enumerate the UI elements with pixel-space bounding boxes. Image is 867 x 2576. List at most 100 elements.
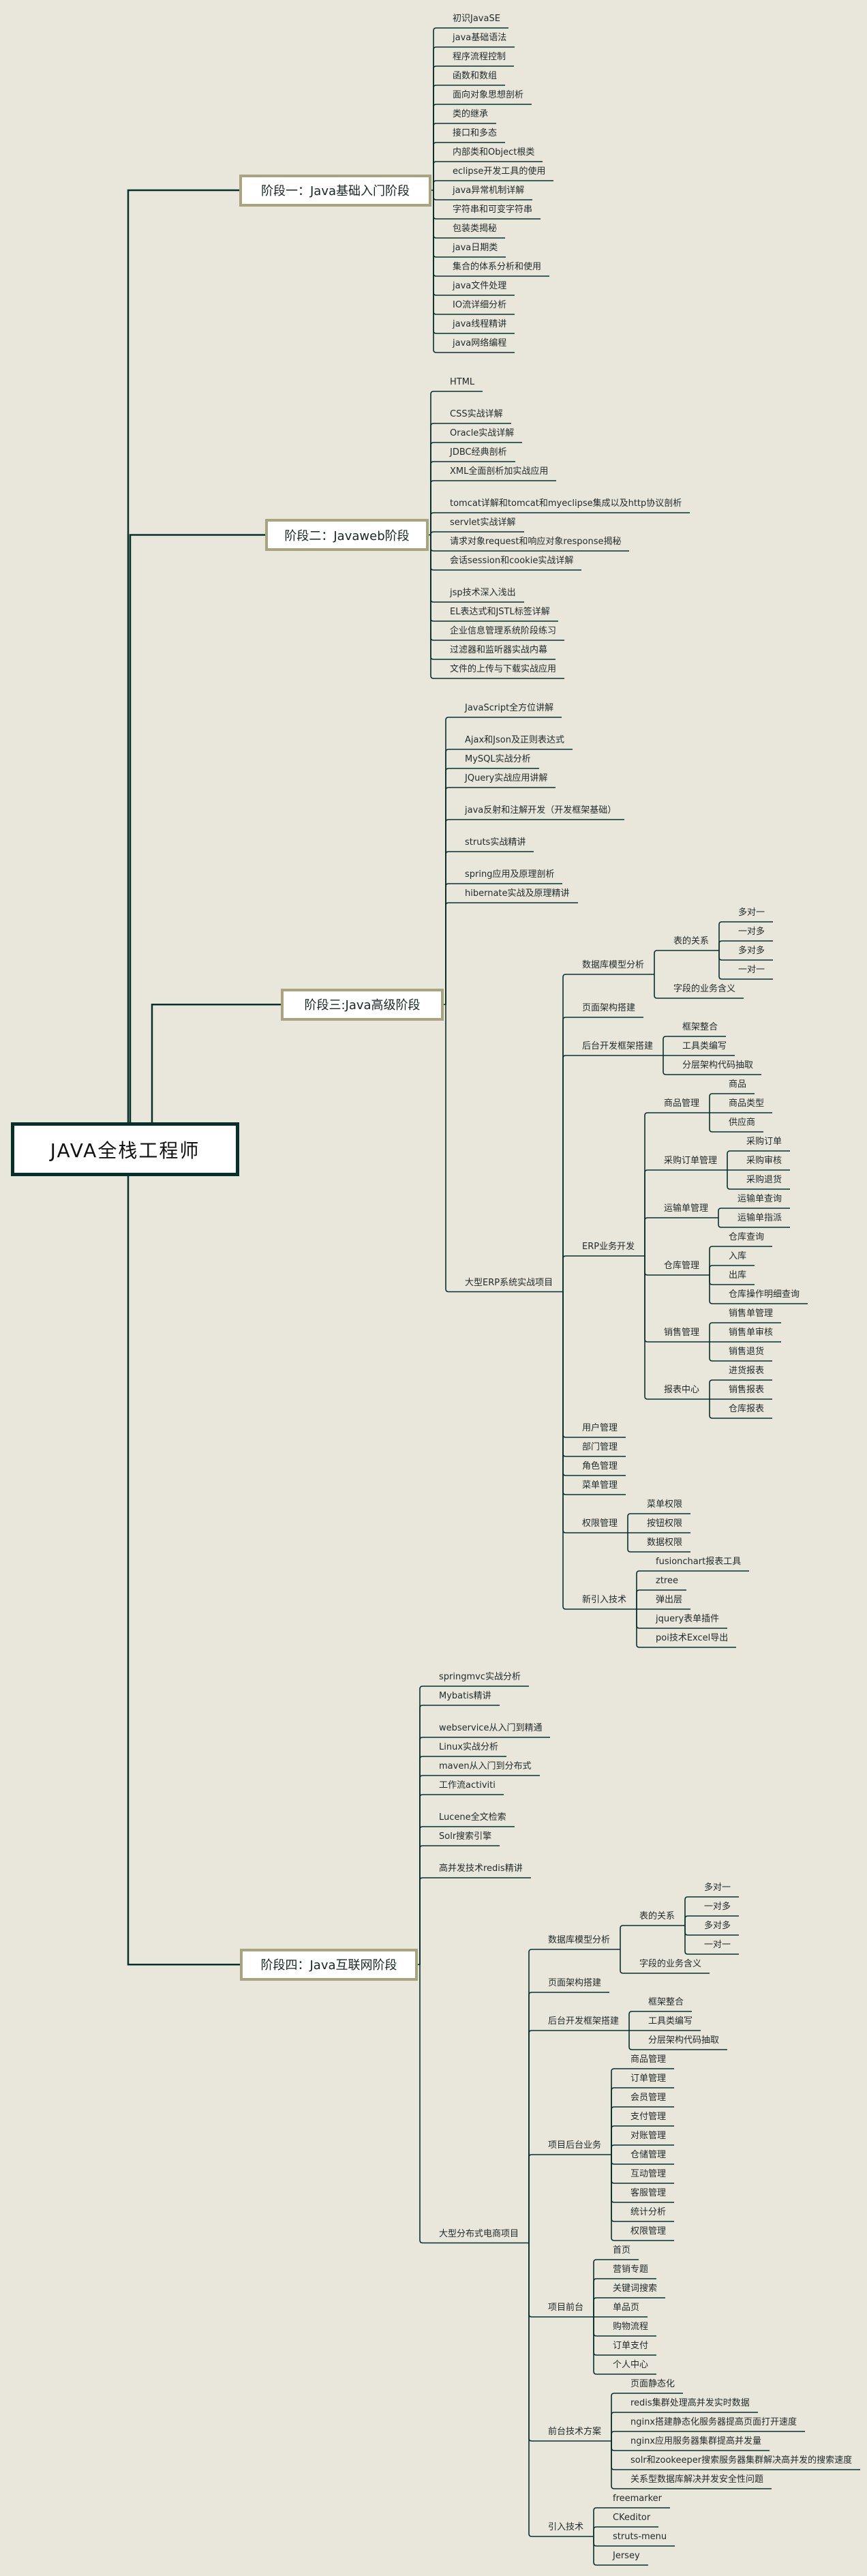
topic-connector [663, 1055, 761, 1075]
branch-topic: ERP业务开发 [582, 1242, 635, 1252]
leaf-topic: 订单支付 [613, 2341, 649, 2351]
leaf-topic: 多对一 [738, 908, 765, 918]
leaf-topic: 多对多 [704, 1921, 731, 1931]
leaf-topic: 支付管理 [630, 2112, 667, 2122]
leaf-topic: java基础语法 [453, 33, 507, 43]
leaf-topic: 对账管理 [630, 2131, 667, 2141]
leaf-topic: 供应商 [729, 1118, 756, 1128]
leaf-topic: 销售报表 [729, 1385, 765, 1395]
leaf-topic: 客服管理 [630, 2188, 667, 2198]
topic-connector [611, 2087, 674, 2155]
branch-topic: 采购订单管理 [664, 1156, 718, 1166]
stage-topic-label: 阶段四：Java互联网阶段 [260, 1958, 397, 1973]
leaf-topic: 分层架构代码抽取 [648, 2035, 720, 2046]
leaf-topic: 会话session和cookie实战详解 [450, 556, 574, 566]
leaf-topic: java反射和注解开发（开发框架基础） [465, 805, 617, 815]
topic-connector [709, 1113, 763, 1133]
topic-connector [593, 2526, 658, 2536]
leaf-topic: 仓库查询 [729, 1232, 765, 1242]
leaf-topic: 集合的体系分析和使用 [453, 262, 542, 272]
topic-connector [419, 1775, 540, 1965]
leaf-topic: 部门管理 [582, 1442, 618, 1452]
leaf-topic: webservice从入门到精通 [439, 1723, 543, 1733]
topic-connector [445, 787, 556, 1005]
topic-connector [593, 2278, 656, 2317]
leaf-topic: 数据权限 [647, 1538, 683, 1548]
branch-topic: 后台开发框架搭建 [582, 1041, 654, 1051]
topic-connector [593, 2259, 639, 2317]
leaf-topic: solr和zookeeper搜索服务器集群解决高并发的搜索速度 [630, 2455, 853, 2466]
topic-connector [684, 1926, 739, 1955]
topic-connector [562, 1291, 626, 1438]
leaf-topic: Oracle实战详解 [450, 428, 515, 438]
topic-connector [611, 2393, 683, 2441]
topic-connector [593, 2536, 648, 2566]
topic-connector [611, 2431, 805, 2441]
leaf-topic: 按钮权限 [647, 1518, 683, 1529]
leaf-topic: 文件的上传与下载实战应用 [450, 664, 557, 674]
topic-connector [433, 161, 543, 190]
topic-connector [528, 1949, 620, 2243]
branch-topic: 后台开发框架搭建 [548, 2016, 620, 2026]
topic-connector [528, 2243, 611, 2442]
stage-topic-2: 阶段二：Javaweb阶段 [265, 519, 429, 551]
leaf-topic: JavaScript全方位讲解 [465, 703, 554, 713]
leaf-topic: 入库 [729, 1251, 747, 1261]
topic-connector [430, 531, 524, 535]
leaf-topic: 单品页 [613, 2303, 640, 2313]
leaf-topic: 销售单审核 [729, 1328, 774, 1338]
topic-connector [528, 2243, 594, 2537]
leaf-topic: 内部类和Object根类 [453, 147, 535, 158]
topic-connector [433, 85, 505, 190]
leaf-topic: java异常机制详解 [453, 185, 525, 196]
leaf-topic: 页面架构搭建 [582, 1003, 636, 1013]
leaf-topic: 工具类编写 [648, 2016, 693, 2026]
topic-connector [430, 442, 522, 535]
branch-topic: 引入技术 [548, 2522, 584, 2532]
leaf-topic: Mybatis精讲 [439, 1691, 491, 1701]
leaf-topic: 菜单管理 [582, 1480, 618, 1491]
topic-connector [445, 1004, 563, 1293]
leaf-topic: 采购退货 [746, 1175, 782, 1185]
leaf-topic: 工作流activiti [439, 1780, 496, 1791]
topic-connector [562, 1291, 637, 1610]
topic-connector [644, 1256, 710, 1400]
topic-connector [611, 2412, 758, 2441]
branch-topic: 报表中心 [664, 1385, 700, 1395]
topic-connector [718, 950, 773, 980]
topic-connector [727, 1150, 790, 1170]
topic-connector [433, 142, 505, 190]
leaf-topic: java线程精讲 [453, 319, 507, 329]
leaf-topic: IO流详细分析 [453, 300, 507, 310]
topic-connector [433, 46, 515, 190]
leaf-topic: 框架整合 [648, 1997, 684, 2007]
leaf-topic: 菜单权限 [647, 1499, 683, 1510]
leaf-topic: 采购订单 [746, 1137, 782, 1147]
branch-topic: 项目后台业务 [548, 2140, 602, 2151]
leaf-topic: 订单管理 [630, 2073, 667, 2084]
branch-topic: 商品管理 [664, 1098, 700, 1109]
leaf-topic: 函数和数组 [453, 71, 498, 81]
leaf-topic: 页面架构搭建 [548, 1978, 602, 1988]
leaf-topic: 分层架构代码抽取 [682, 1060, 754, 1070]
leaf-topic: 页面静态化 [630, 2379, 675, 2389]
topic-connector [528, 2030, 629, 2243]
leaf-topic: 商品管理 [630, 2054, 667, 2065]
branch-topic: 运输单管理 [664, 1203, 709, 1214]
topic-connector [644, 1217, 718, 1256]
leaf-topic: 类的继承 [453, 109, 489, 119]
leaf-topic: Ajax和Json及正则表达式 [465, 735, 564, 745]
leaf-topic: ztree [656, 1576, 678, 1586]
leaf-topic: 面向对象思想剖析 [453, 90, 524, 100]
topic-connector [528, 2154, 611, 2243]
leaf-topic: 一对一 [704, 1940, 731, 1950]
topic-connector [593, 2507, 670, 2536]
branch-topic: 数据库模型分析 [548, 1935, 611, 1945]
topic-connector [445, 768, 539, 1005]
branch-topic: 前台技术方案 [548, 2427, 602, 2437]
leaf-topic: 过滤器和监听器实战内幕 [450, 645, 548, 655]
leaf-topic: 多对多 [738, 946, 765, 956]
leaf-topic: 关系型数据库解决并发安全性问题 [630, 2474, 764, 2485]
topic-connector [419, 1877, 531, 1965]
leaf-topic: 销售单管理 [729, 1308, 774, 1319]
